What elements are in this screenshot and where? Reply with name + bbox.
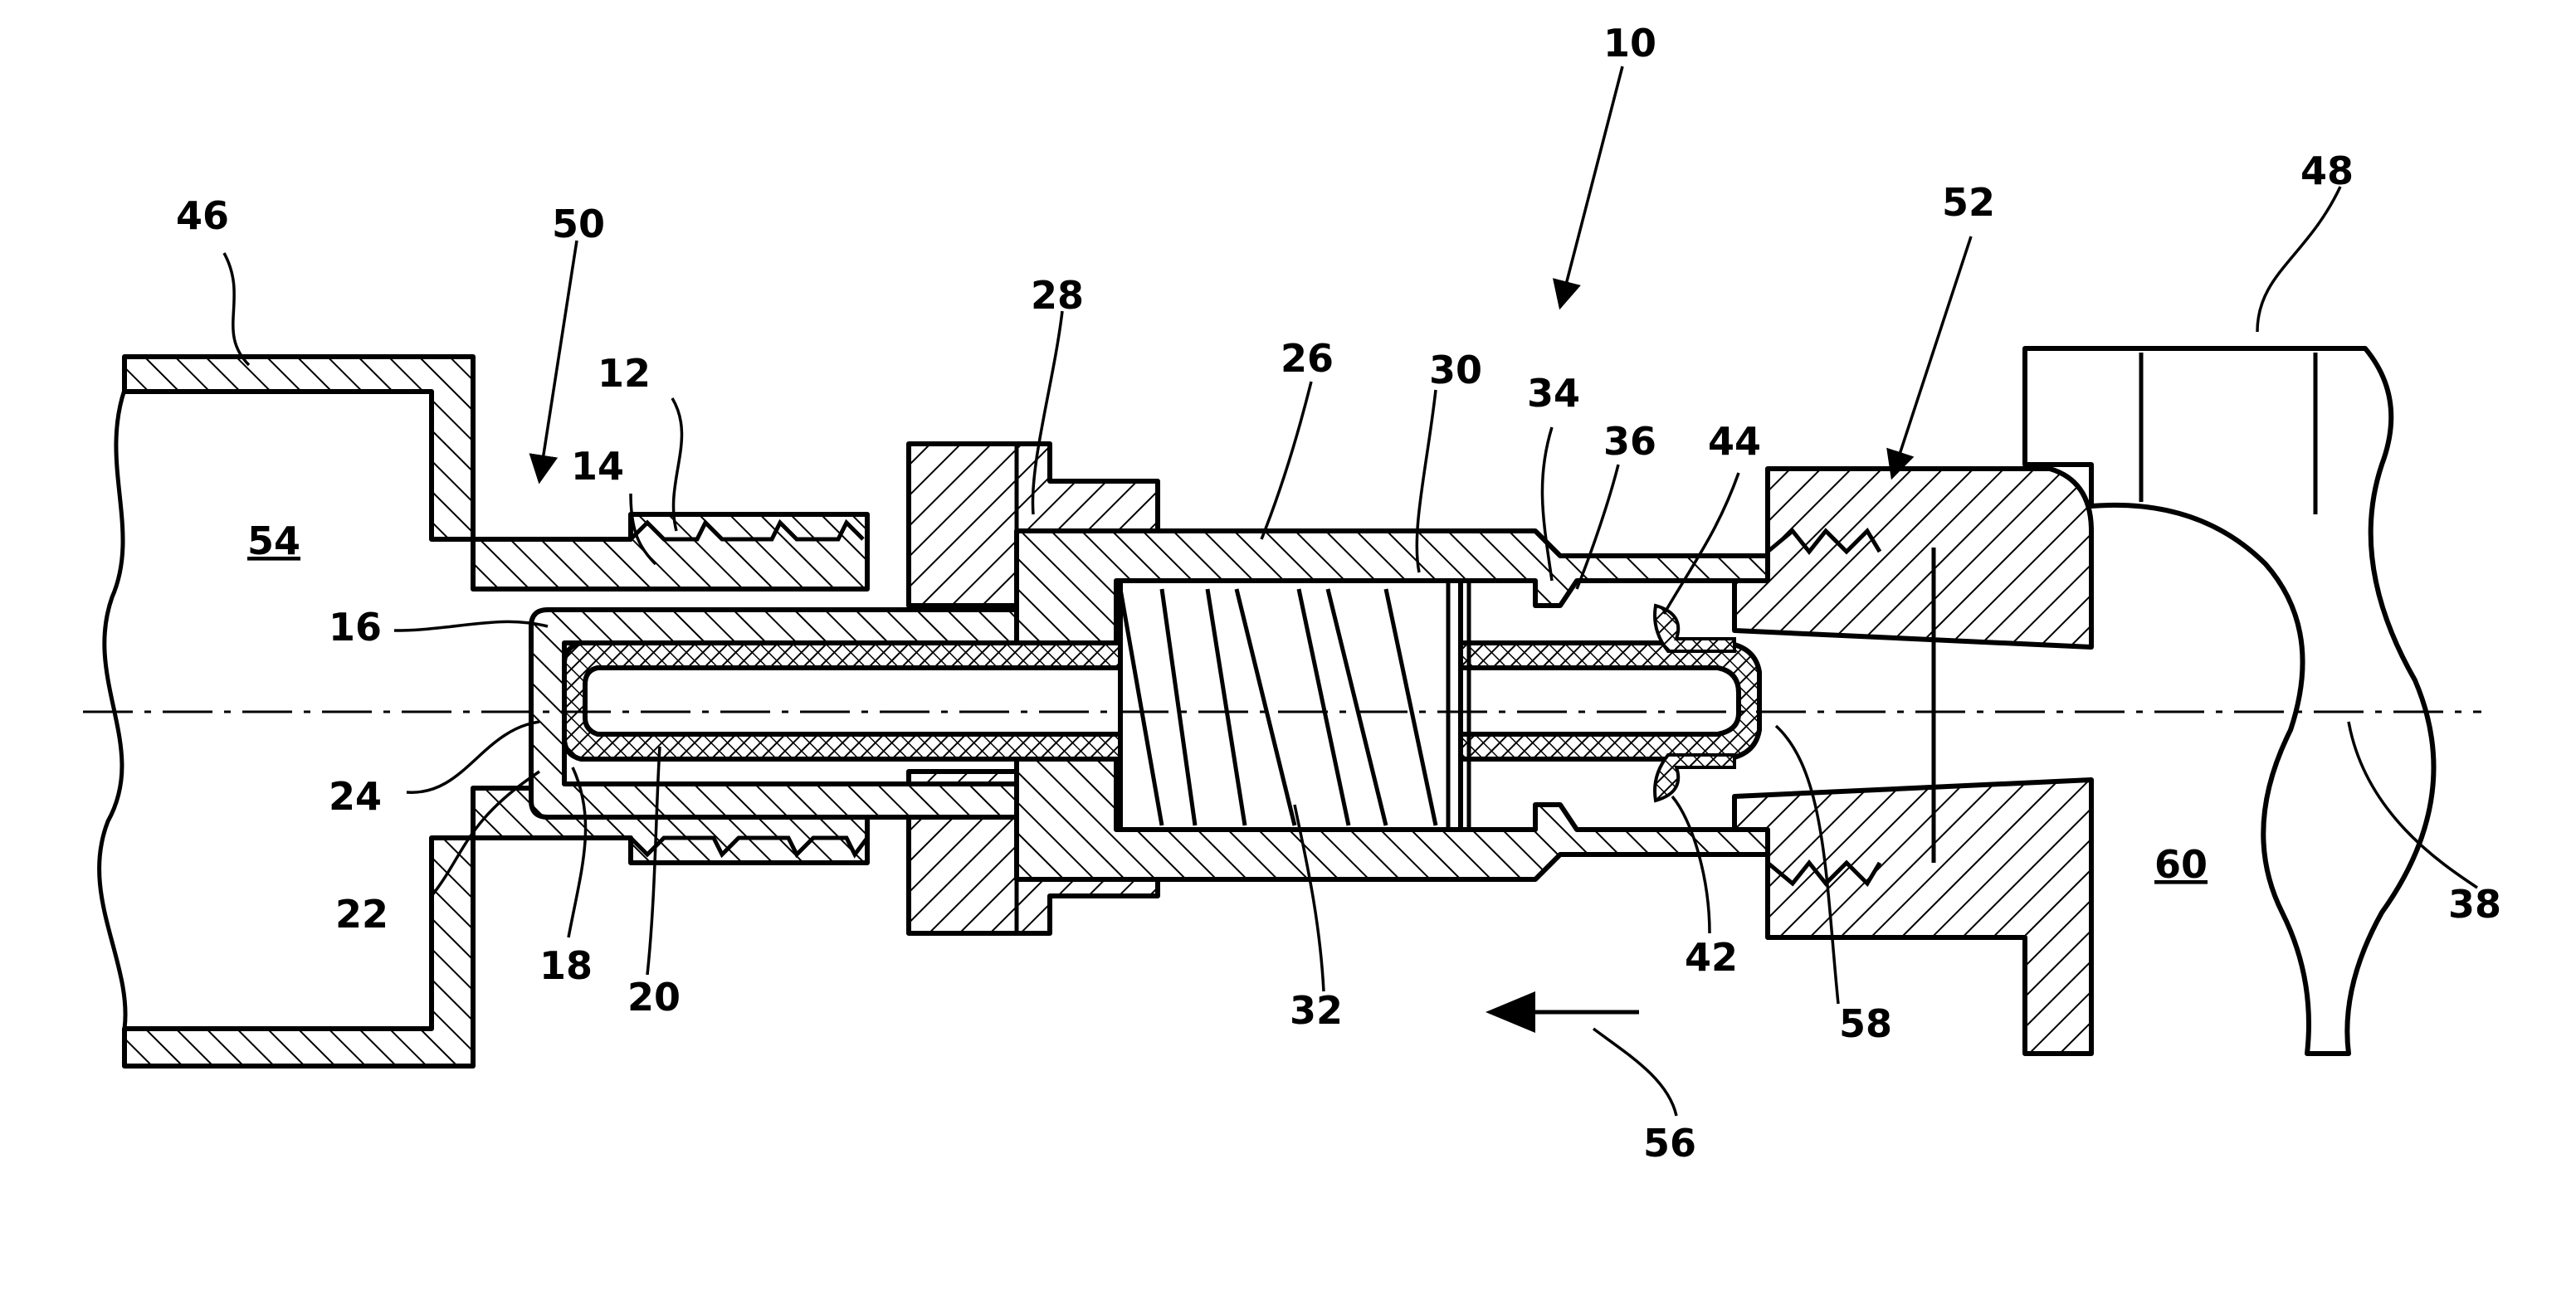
label-18: 18 (539, 943, 593, 988)
label-54: 54 (247, 518, 300, 563)
label-32: 32 (1290, 988, 1343, 1033)
label-36: 36 (1603, 419, 1656, 464)
spring-30 (1120, 581, 1469, 830)
right-coupling-52 (1734, 469, 2091, 1054)
label-26: 26 (1281, 336, 1334, 381)
label-14: 14 (571, 444, 624, 489)
label-48: 48 (2300, 148, 2354, 193)
label-56: 56 (1643, 1121, 1696, 1166)
label-46: 46 (176, 193, 229, 238)
label-20: 20 (627, 975, 681, 1020)
flow-arrow-56 (1486, 991, 1639, 1033)
label-30: 30 (1429, 348, 1482, 392)
label-22: 22 (335, 892, 388, 937)
label-16: 16 (329, 605, 382, 650)
label-12: 12 (598, 351, 651, 396)
label-60: 60 (2154, 842, 2208, 887)
label-24: 24 (329, 774, 382, 819)
label-58: 58 (1839, 1001, 1892, 1046)
label-42: 42 (1685, 935, 1738, 980)
label-28: 28 (1031, 273, 1084, 318)
label-34: 34 (1527, 371, 1580, 416)
label-38: 38 (2448, 882, 2501, 927)
label-50: 50 (552, 202, 605, 246)
label-44: 44 (1708, 419, 1761, 464)
label-52: 52 (1942, 180, 1995, 225)
label-10: 10 (1603, 21, 1656, 66)
